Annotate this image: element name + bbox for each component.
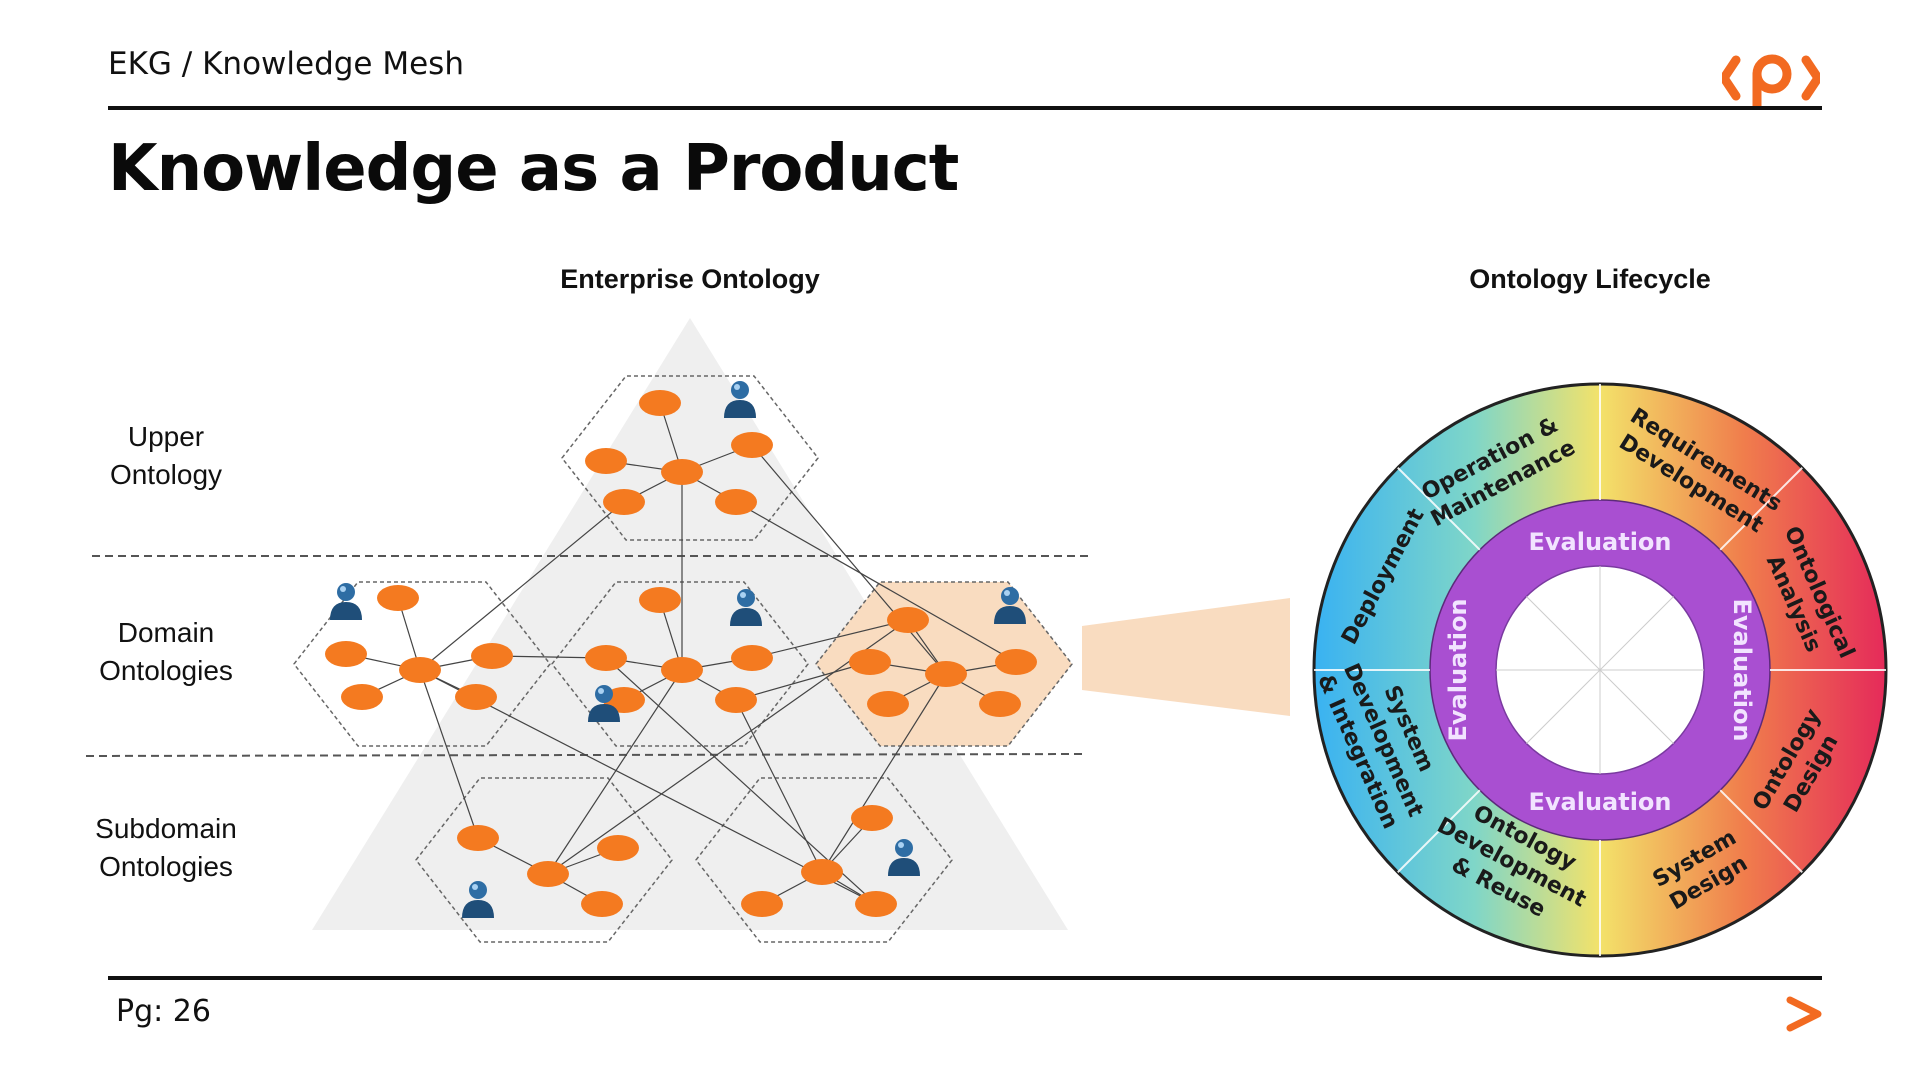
ontology-node (585, 645, 627, 671)
inner-label-left: Evaluation (1444, 598, 1472, 741)
ontology-edge (735, 501, 1017, 663)
ontology-edge (419, 669, 479, 839)
ontology-node (527, 861, 569, 887)
ontology-hexagon (293, 581, 551, 747)
ontology-node (731, 645, 773, 671)
ontology-node (851, 805, 893, 831)
ontology-node (855, 891, 897, 917)
ontology-node (639, 390, 681, 416)
ontology-node (867, 691, 909, 717)
ontology-node (341, 684, 383, 710)
tier-label-subdomain: Subdomain Ontologies (66, 810, 266, 886)
ontology-hexagon (551, 581, 809, 747)
inner-label-top: Evaluation (1528, 528, 1671, 556)
ontology-lifecycle-wheel: Evaluation Evaluation Evaluation Evaluat… (1312, 382, 1888, 958)
tier-label-domain: Domain Ontologies (66, 614, 266, 690)
ontology-edge (419, 501, 625, 671)
ontology-lifecycle-title: Ontology Lifecycle (1469, 264, 1711, 294)
page-prefix: Pg: (116, 994, 164, 1029)
ontology-hexagon (695, 777, 953, 943)
ontology-edge (735, 699, 823, 873)
ontology-node (603, 489, 645, 515)
ontology-edge (419, 669, 877, 905)
tier-label-line: Domain (117, 617, 215, 648)
ontology-edge (751, 619, 909, 659)
ontology-node (731, 432, 773, 458)
ontology-node (639, 587, 681, 613)
tier-label-upper: Upper Ontology (66, 418, 266, 494)
pyramid-background (312, 318, 1068, 930)
tier-label-line: Ontologies (99, 851, 233, 882)
page-value: 26 (172, 994, 211, 1029)
ontology-node (585, 448, 627, 474)
ontology-node (849, 649, 891, 675)
ontology-node (979, 691, 1021, 717)
tier-label-line: Ontology (109, 459, 223, 490)
ontology-node (741, 891, 783, 917)
ontology-node (471, 643, 513, 669)
ontology-edge (547, 619, 909, 875)
person-icon (888, 839, 920, 876)
brand-logo-icon[interactable] (1722, 48, 1820, 108)
footer-divider (108, 976, 1822, 980)
ontology-edge (735, 661, 871, 701)
ontology-node (715, 687, 757, 713)
ontology-node (399, 657, 441, 683)
person-icon (462, 881, 494, 918)
person-icon (994, 587, 1026, 624)
ontology-edge (821, 673, 947, 873)
page-number: Pg: 26 (116, 994, 211, 1029)
ontology-node (377, 585, 419, 611)
ontology-node (995, 649, 1037, 675)
ontology-node (455, 684, 497, 710)
ontology-node (581, 891, 623, 917)
inner-label-right: Evaluation (1728, 598, 1756, 741)
ontology-node (887, 607, 929, 633)
ontology-node (457, 825, 499, 851)
ontology-node (325, 641, 367, 667)
ontology-node (925, 661, 967, 687)
next-arrow-icon[interactable] (1784, 994, 1824, 1034)
ontology-edge (751, 444, 947, 675)
projection-band (1082, 598, 1290, 716)
ontology-edge (547, 669, 683, 875)
enterprise-ontology-title: Enterprise Ontology (560, 264, 820, 294)
tier-label-line: Subdomain (95, 813, 237, 844)
ontology-hexagon (415, 777, 673, 943)
page-title: Knowledge as a Product (108, 132, 959, 206)
ontology-node (715, 489, 757, 515)
ontology-node (661, 657, 703, 683)
tier-label-line: Ontologies (99, 655, 233, 686)
person-icon (724, 381, 756, 418)
ontology-node (597, 835, 639, 861)
ontology-node (801, 859, 843, 885)
ontology-node (661, 459, 703, 485)
inner-label-bottom: Evaluation (1528, 788, 1671, 816)
person-icon (588, 685, 620, 722)
header-divider (108, 106, 1822, 110)
breadcrumb: EKG / Knowledge Mesh (108, 46, 464, 82)
tier-label-line: Upper (127, 421, 205, 452)
person-icon (730, 589, 762, 626)
ontology-hexagon (561, 375, 819, 541)
person-icon (330, 583, 362, 620)
